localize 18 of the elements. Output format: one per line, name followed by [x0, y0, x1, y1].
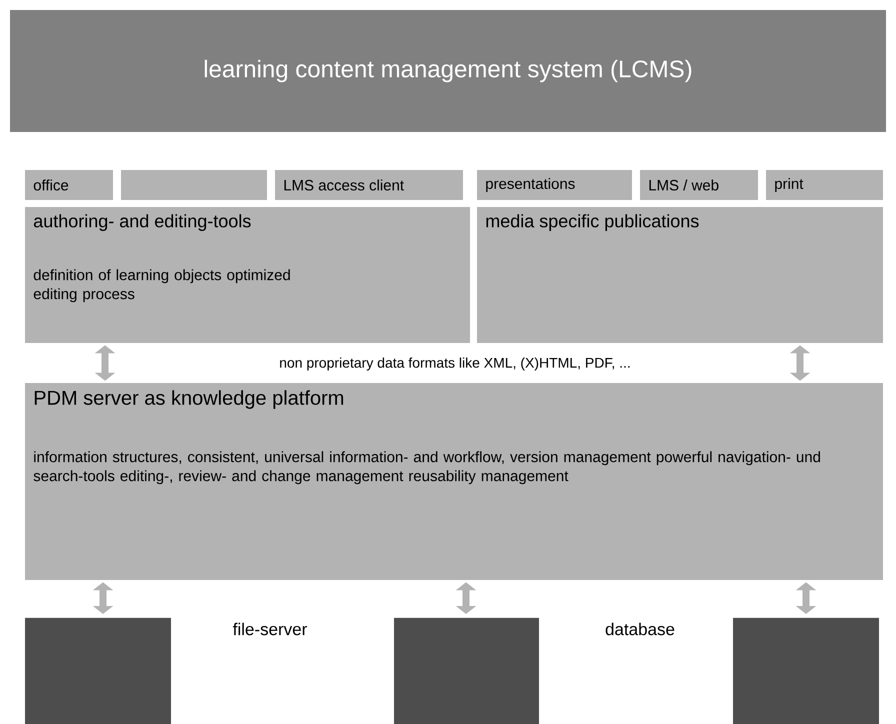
format-note: non proprietary data formats like XML, (X)HTML, PDF, ... — [280, 357, 630, 371]
tool-box: LMS access client — [275, 170, 463, 200]
tool-box: office — [25, 170, 113, 200]
output-box: presentations — [477, 170, 632, 200]
platform-panel: PDM server as knowledge platform information structures, consistent, universal information- and workflow, version management powerful navigation- und search-tools editing-, review- and change management reusability management — [25, 383, 883, 580]
title-band: learning content management system (LCMS) — [10, 10, 886, 132]
database-cylinder — [394, 618, 539, 724]
database-cylinder — [25, 618, 171, 724]
double-arrow — [94, 345, 116, 381]
database-cylinder — [733, 618, 879, 724]
double-arrow — [790, 345, 810, 381]
storage-label: database — [606, 622, 674, 636]
storage-label: file-server — [232, 622, 308, 636]
output-box: LMS / web — [640, 170, 758, 200]
panel: media specific publications — [477, 207, 883, 343]
tool-box — [121, 170, 267, 200]
output-box: print — [766, 170, 883, 200]
panel: authoring- and editing-tools definition of learning objects optimized editing process — [25, 207, 470, 343]
